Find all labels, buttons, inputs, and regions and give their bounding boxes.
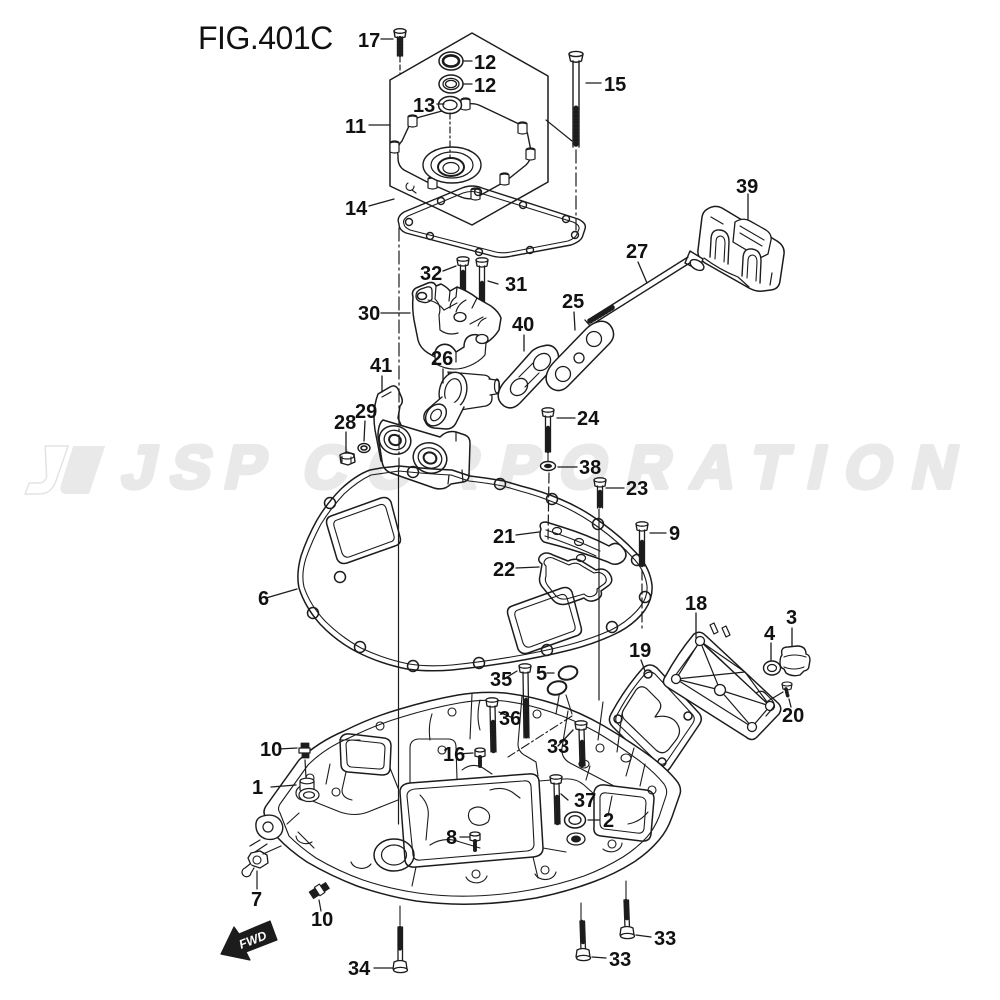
- svg-text:36: 36: [499, 708, 521, 730]
- svg-text:40: 40: [512, 314, 534, 336]
- svg-text:20: 20: [782, 705, 804, 727]
- svg-text:6: 6: [258, 588, 269, 610]
- svg-text:8: 8: [446, 827, 457, 849]
- svg-text:7: 7: [251, 889, 262, 911]
- svg-text:17: 17: [358, 30, 380, 52]
- svg-text:JSP: JSP: [116, 434, 288, 502]
- svg-text:1: 1: [252, 777, 263, 799]
- svg-text:9: 9: [669, 523, 680, 545]
- svg-text:12: 12: [474, 52, 496, 74]
- svg-text:35: 35: [490, 669, 512, 691]
- svg-text:41: 41: [370, 355, 392, 377]
- svg-text:10: 10: [311, 909, 333, 931]
- svg-text:25: 25: [562, 291, 584, 313]
- svg-text:30: 30: [358, 303, 380, 325]
- svg-text:33: 33: [609, 949, 631, 971]
- svg-text:39: 39: [736, 176, 758, 198]
- svg-text:12: 12: [474, 75, 496, 97]
- svg-text:11: 11: [345, 116, 366, 138]
- svg-text:33: 33: [654, 928, 676, 950]
- svg-text:31: 31: [505, 274, 527, 296]
- svg-text:26: 26: [431, 348, 453, 370]
- svg-text:FIG.401C: FIG.401C: [198, 20, 333, 56]
- svg-text:23: 23: [626, 478, 648, 500]
- svg-text:22: 22: [493, 559, 515, 581]
- svg-text:34: 34: [348, 958, 371, 980]
- svg-text:33: 33: [547, 736, 569, 758]
- svg-text:5: 5: [536, 663, 547, 685]
- svg-text:2: 2: [603, 810, 614, 832]
- svg-text:14: 14: [345, 198, 368, 220]
- svg-text:29: 29: [355, 401, 377, 423]
- svg-text:38: 38: [579, 457, 601, 479]
- svg-text:37: 37: [574, 790, 596, 812]
- svg-text:27: 27: [626, 241, 648, 263]
- svg-text:32: 32: [420, 263, 442, 285]
- svg-text:10: 10: [260, 739, 282, 761]
- svg-text:4: 4: [764, 623, 776, 645]
- svg-text:18: 18: [685, 593, 707, 615]
- svg-text:21: 21: [493, 526, 515, 548]
- svg-text:3: 3: [786, 607, 797, 629]
- svg-text:16: 16: [443, 744, 465, 766]
- svg-text:28: 28: [334, 412, 356, 434]
- svg-text:13: 13: [413, 95, 435, 117]
- svg-text:19: 19: [629, 640, 651, 662]
- svg-text:24: 24: [577, 408, 600, 430]
- svg-text:15: 15: [604, 74, 626, 96]
